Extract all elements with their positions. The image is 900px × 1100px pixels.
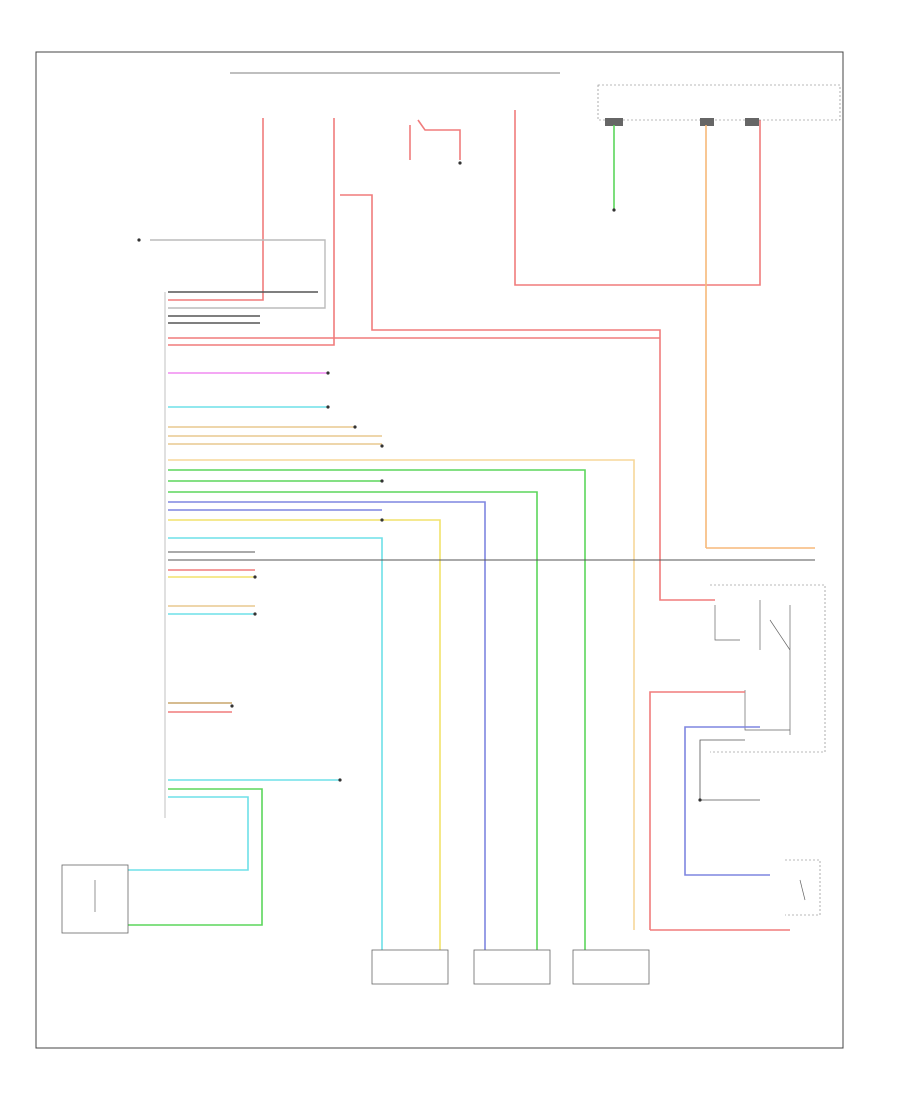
wire-green-4 [128, 788, 263, 926]
signal-wires [128, 372, 815, 950]
wire-blue-relay [684, 726, 770, 876]
ground-wires [150, 239, 326, 324]
seat-motor-horizontal [572, 949, 650, 985]
wire-tan-4 [168, 459, 635, 930]
wire-supply-3 [409, 119, 461, 160]
module-top-right [597, 84, 841, 549]
wire-dark-relay [699, 739, 760, 801]
ground-symbols [137, 161, 702, 802]
diagram-frame [35, 51, 844, 1049]
wire-supply-4 [514, 110, 761, 286]
wire-supply-5 [340, 194, 715, 601]
seat-motor-front [473, 949, 551, 985]
seat-motor-rear [371, 949, 449, 985]
wire-supply-2 [168, 118, 335, 346]
lumbar-switch [650, 859, 821, 931]
supply-wires [168, 110, 761, 601]
relay-block [649, 584, 826, 930]
recline-switch [61, 864, 129, 934]
wire-blue-1 [168, 501, 486, 950]
wire-green-1 [168, 469, 586, 950]
wire-cyan-2 [168, 537, 383, 950]
wire-yellow-1 [168, 519, 441, 950]
wire-ground-1 [150, 239, 326, 309]
wire-cyan-5 [128, 796, 249, 871]
wire-supply-1 [168, 118, 264, 301]
wire-green-3 [168, 491, 538, 950]
wire-pink-relay [649, 691, 745, 930]
